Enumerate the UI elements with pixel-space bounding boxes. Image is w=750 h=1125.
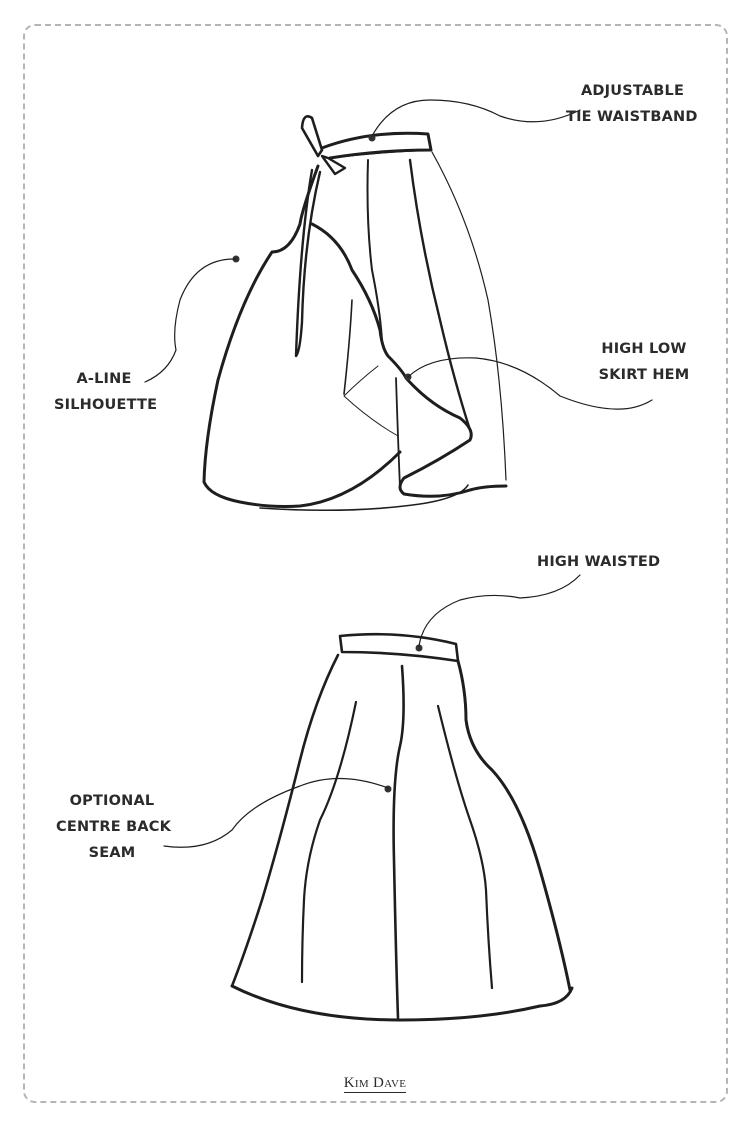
leader-line-seam xyxy=(163,777,389,848)
callout-line-1: HIGH WAISTED xyxy=(537,554,661,570)
callout-line-1: ADJUSTABLE xyxy=(581,83,685,99)
callout-line-3: SEAM xyxy=(88,845,136,861)
dashed-border-frame xyxy=(23,24,728,1103)
callout-a-line-silhouette: A-LINE SILHOUETTE xyxy=(54,366,158,418)
front-skirt-drawing xyxy=(202,115,508,512)
back-skirt-drawing xyxy=(230,632,574,1022)
leader-line-highlow xyxy=(407,357,653,410)
callout-line-2: SILHOUETTE xyxy=(54,397,158,413)
callout-line-2: TIE WAISTBAND xyxy=(566,109,698,125)
leader-line-adjustable xyxy=(371,99,581,137)
callout-high-waisted: HIGH WAISTED xyxy=(537,549,660,575)
callout-adjustable-tie-waistband: ADJUSTABLE TIE WAISTBAND xyxy=(566,78,698,130)
callout-line-1: HIGH LOW xyxy=(601,341,687,357)
brand-name: Kim Dave xyxy=(343,1075,407,1093)
callout-line-2: SKIRT HEM xyxy=(598,367,690,383)
brand-logo: Kim Dave xyxy=(0,1074,750,1093)
callout-line-1: OPTIONAL xyxy=(69,793,155,809)
leader-line-aline xyxy=(144,258,237,383)
leader-line-highwaisted xyxy=(418,574,581,647)
callout-high-low-skirt-hem: HIGH LOW SKIRT HEM xyxy=(596,336,692,388)
callout-optional-centre-back-seam: OPTIONAL CENTRE BACK SEAM xyxy=(56,788,172,866)
callout-line-1: A-LINE xyxy=(76,371,132,387)
callout-line-2: CENTRE BACK xyxy=(56,819,172,835)
